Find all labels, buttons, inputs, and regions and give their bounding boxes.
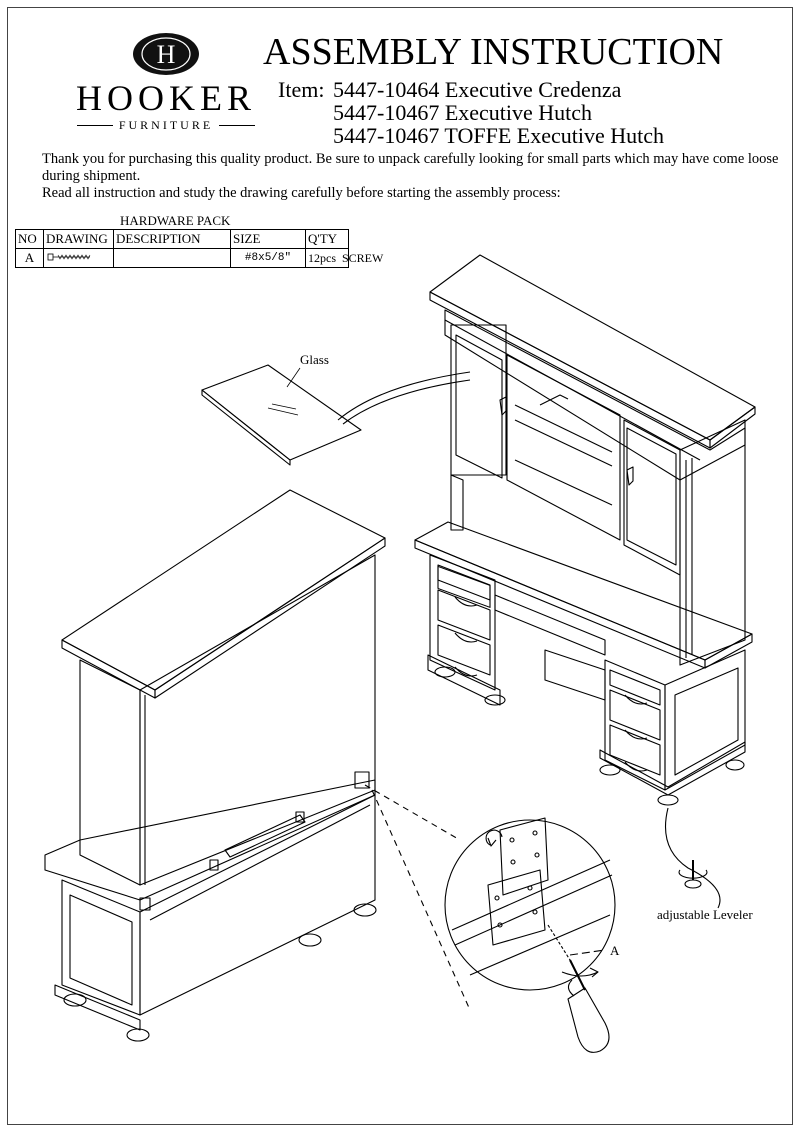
header-drawing: DRAWING bbox=[43, 229, 114, 249]
credenza-assembly bbox=[414, 521, 753, 806]
intro-paragraph: Read all instruction and study the drawi… bbox=[42, 185, 561, 201]
part-name: SCREW bbox=[342, 251, 384, 265]
item-line: 5447-10467 TOFFE Executive Hutch bbox=[333, 123, 664, 148]
intro-text: Thank you for purchasing this quality pr… bbox=[42, 151, 782, 202]
leveler-label: adjustable Leveler bbox=[657, 907, 753, 922]
screw-icon bbox=[47, 253, 91, 261]
qty-value: 12pcs bbox=[308, 250, 336, 265]
cell-qty: 12pcs SCREW bbox=[305, 248, 383, 268]
header-size: SIZE bbox=[230, 229, 306, 249]
header-no: NO bbox=[15, 229, 44, 249]
cell-drawing bbox=[43, 248, 114, 268]
leveler-detail bbox=[664, 807, 721, 909]
glass-panel bbox=[201, 364, 471, 466]
logo-monogram-icon: H bbox=[133, 33, 199, 75]
hardware-caption: HARDWARE PACK bbox=[120, 213, 231, 228]
header-qty: Q'TY bbox=[305, 229, 349, 249]
item-list: Item: 5447-10464 Executive Credenza 5447-… bbox=[278, 78, 664, 147]
cell-no: A bbox=[15, 248, 44, 268]
callout-label: A bbox=[610, 943, 620, 958]
logo-brand: HOOKER bbox=[76, 78, 256, 118]
item-line: 5447-10467 Executive Hutch bbox=[333, 100, 593, 125]
svg-text:H: H bbox=[157, 40, 176, 69]
logo-sub: FURNITURE bbox=[66, 118, 266, 133]
intro-paragraph: Thank you for purchasing this quality pr… bbox=[42, 151, 779, 184]
glass-label: Glass bbox=[300, 352, 329, 367]
hooker-logo: H HOOKER FURNITURE bbox=[66, 32, 266, 142]
hardware-table: NO DRAWING DESCRIPTION SIZE Q'TY A #8x5/… bbox=[15, 229, 383, 268]
back-view-cabinet bbox=[44, 489, 386, 1042]
bracket-detail bbox=[364, 784, 616, 1053]
page-title: ASSEMBLY INSTRUCTION bbox=[263, 31, 724, 73]
page-frame bbox=[7, 7, 793, 1125]
hutch-assembly bbox=[429, 254, 756, 666]
item-line: 5447-10464 Executive Credenza bbox=[333, 77, 622, 102]
item-label: Item: bbox=[278, 77, 325, 102]
